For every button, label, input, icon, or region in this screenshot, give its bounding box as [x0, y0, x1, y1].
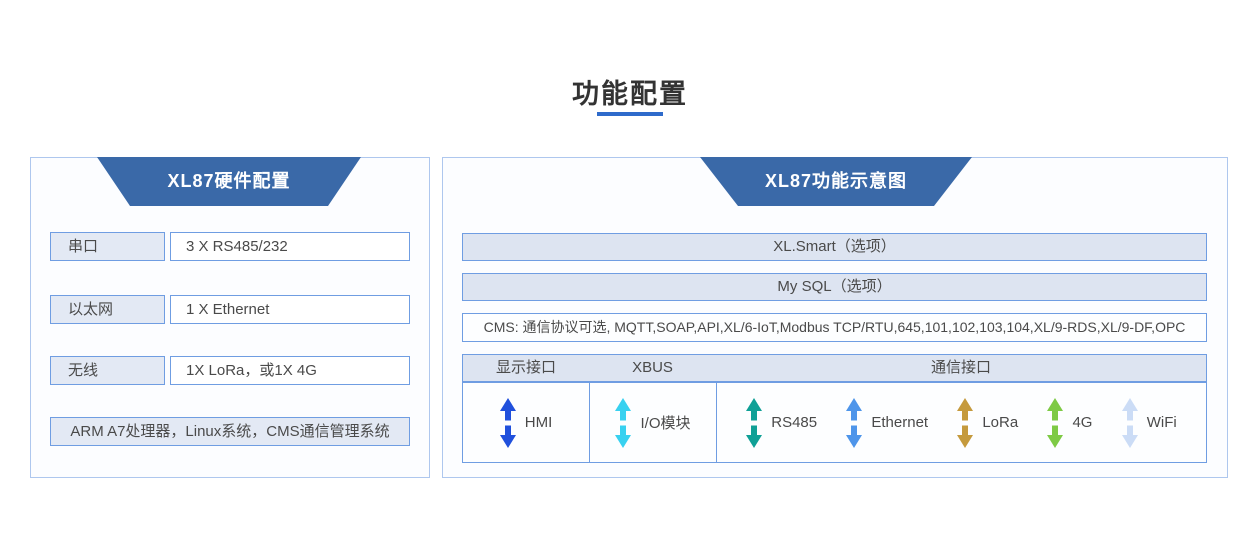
hardware-row-serial: 串口 3 X RS485/232 [50, 232, 410, 261]
interface-label: I/O模块 [640, 415, 691, 432]
updown-arrow-icon [615, 397, 632, 448]
hardware-row-ethernet: 以太网 1 X Ethernet [50, 295, 410, 324]
interface-label: LoRa [982, 414, 1019, 431]
interface-item: RS485 [746, 397, 818, 448]
cell-xbus: I/O模块 [589, 383, 716, 462]
function-panel-title: XL87功能示意图 [700, 157, 972, 206]
hardware-row-wireless: 无线 1X LoRa，或1X 4G [50, 356, 410, 385]
interface-table-body: HMI I/O模块 RS485 [462, 382, 1207, 463]
updown-arrow-icon [846, 397, 863, 448]
interface-label: 4G [1072, 414, 1093, 431]
interface-item: WiFi [1121, 397, 1177, 448]
row-label: 以太网 [50, 295, 165, 324]
row-label: 无线 [50, 356, 165, 385]
cms-protocols-bar: CMS: 通信协议可选, MQTT,SOAP,API,XL/6-IoT,Modb… [462, 313, 1207, 342]
hardware-platform-summary: ARM A7处理器，Linux系统，CMS通信管理系统 [50, 417, 410, 446]
interface-label: RS485 [771, 414, 818, 431]
header-xbus: XBUS [632, 359, 673, 376]
cell-comm-interface: RS485 Ethernet LoRa [716, 383, 1206, 462]
header-display-interface: 显示接口 [495, 359, 556, 376]
row-value: 1 X Ethernet [170, 295, 410, 324]
row-value: 3 X RS485/232 [170, 232, 410, 261]
hardware-panel-title: XL87硬件配置 [97, 157, 361, 206]
cell-display-interface: HMI [463, 383, 589, 462]
hardware-config-panel: XL87硬件配置 串口 3 X RS485/232 以太网 1 X Ethern… [30, 157, 430, 478]
updown-arrow-icon [1121, 397, 1138, 448]
page-title: 功能配置 [572, 79, 688, 109]
row-value: 1X LoRa，或1X 4G [170, 356, 410, 385]
title-underline [597, 112, 663, 116]
mysql-option-bar: My SQL（选项） [462, 273, 1207, 301]
updown-arrow-icon [957, 397, 974, 448]
function-diagram-panel: XL87功能示意图 XL.Smart（选项） My SQL（选项） CMS: 通… [442, 157, 1228, 478]
interface-label: Ethernet [871, 414, 929, 431]
row-label: 串口 [50, 232, 165, 261]
updown-arrow-icon [499, 397, 516, 448]
interface-item: Ethernet [846, 397, 929, 448]
updown-arrow-icon [746, 397, 763, 448]
updown-arrow-icon [1047, 397, 1064, 448]
interface-item: LoRa [957, 397, 1019, 448]
xlsmart-option-bar: XL.Smart（选项） [462, 233, 1207, 261]
interface-table-header: 显示接口 XBUS 通信接口 [462, 354, 1207, 382]
interface-label: WiFi [1146, 414, 1177, 431]
interface-label: HMI [524, 414, 553, 431]
header-comm-interface: 通信接口 [930, 359, 991, 376]
interface-item: 4G [1047, 397, 1093, 448]
